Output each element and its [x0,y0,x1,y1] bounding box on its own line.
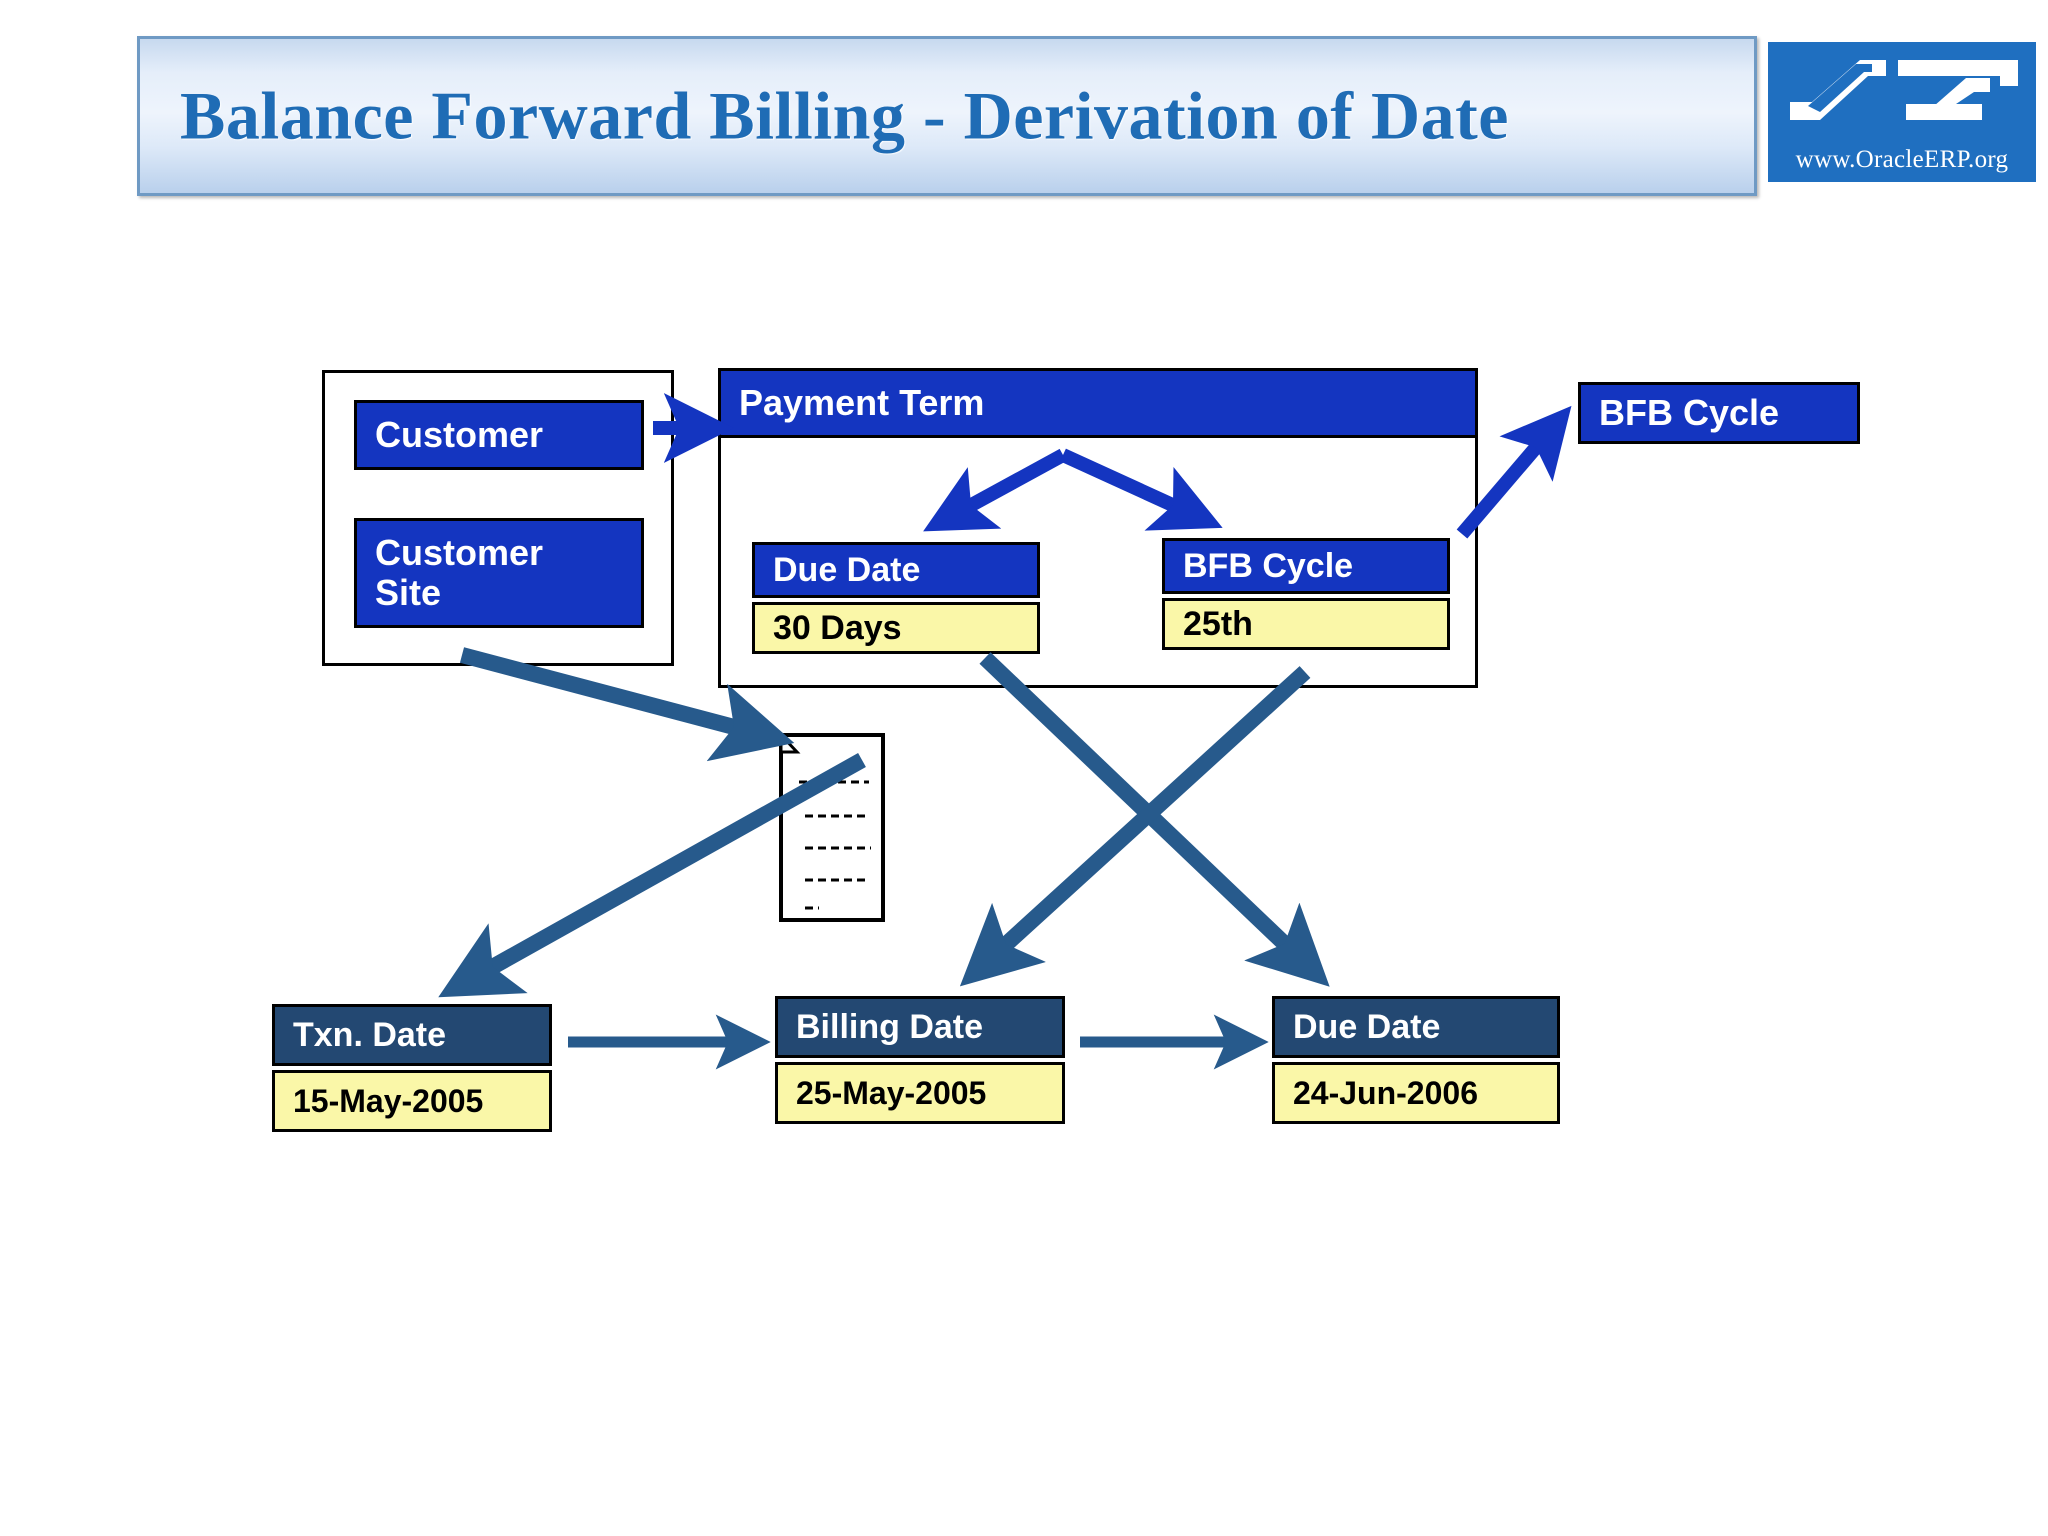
page-title: Balance Forward Billing - Derivation of … [180,77,1509,154]
payment-term-due-date-label: Due Date [773,550,921,589]
connector-due-date-term-to-due-date [979,652,1330,987]
billing-date-label: Billing Date [796,1007,984,1046]
customer-label: Customer [375,414,544,455]
customer-site-label-line1: Customer [375,532,544,573]
payment-term-due-date-value-box[interactable]: 30 Days [752,602,1040,654]
bfb-cycle-top-box[interactable]: BFB Cycle [1578,382,1860,444]
due-date-value: 24-Jun-2006 [1293,1074,1478,1111]
billing-date-value-box[interactable]: 25-May-2005 [775,1062,1065,1124]
connector-bfb-cycle-term-to-billing-date [959,666,1311,987]
payment-term-due-date-value: 30 Days [773,608,902,647]
billing-date-label-box[interactable]: Billing Date [775,996,1065,1058]
txn-date-label-box[interactable]: Txn. Date [272,1004,552,1066]
customer-site-label-line2: Site [375,572,442,614]
payment-term-due-date-label-box[interactable]: Due Date [752,542,1040,598]
txn-date-value: 15-May-2005 [293,1082,484,1119]
due-date-label: Due Date [1293,1007,1441,1046]
payment-term-bfb-cycle-label: BFB Cycle [1183,546,1354,585]
due-date-value-box[interactable]: 24-Jun-2006 [1272,1062,1560,1124]
customer-site-box[interactable]: Customer Site [354,518,644,628]
bfb-cycle-top-label: BFB Cycle [1599,392,1780,433]
payment-term-label: Payment Term [739,382,985,423]
customer-box[interactable]: Customer [354,400,644,470]
payment-term-header[interactable]: Payment Term [718,368,1478,438]
billing-date-value: 25-May-2005 [796,1074,987,1111]
payment-term-bfb-cycle-value-box[interactable]: 25th [1162,598,1450,650]
oracleerp-logo[interactable]: www.OracleERP.org [1768,42,2036,182]
logo-url-text: www.OracleERP.org [1795,146,2009,173]
txn-date-label: Txn. Date [293,1015,447,1054]
payment-term-bfb-cycle-value: 25th [1183,604,1253,643]
escalator-logo-icon [1790,60,2018,120]
txn-date-value-box[interactable]: 15-May-2005 [272,1070,552,1132]
title-bar: Balance Forward Billing - Derivation of … [137,36,1757,196]
due-date-label-box[interactable]: Due Date [1272,996,1560,1058]
payment-term-bfb-cycle-label-box[interactable]: BFB Cycle [1162,538,1450,594]
invoice-document-icon [779,731,885,922]
